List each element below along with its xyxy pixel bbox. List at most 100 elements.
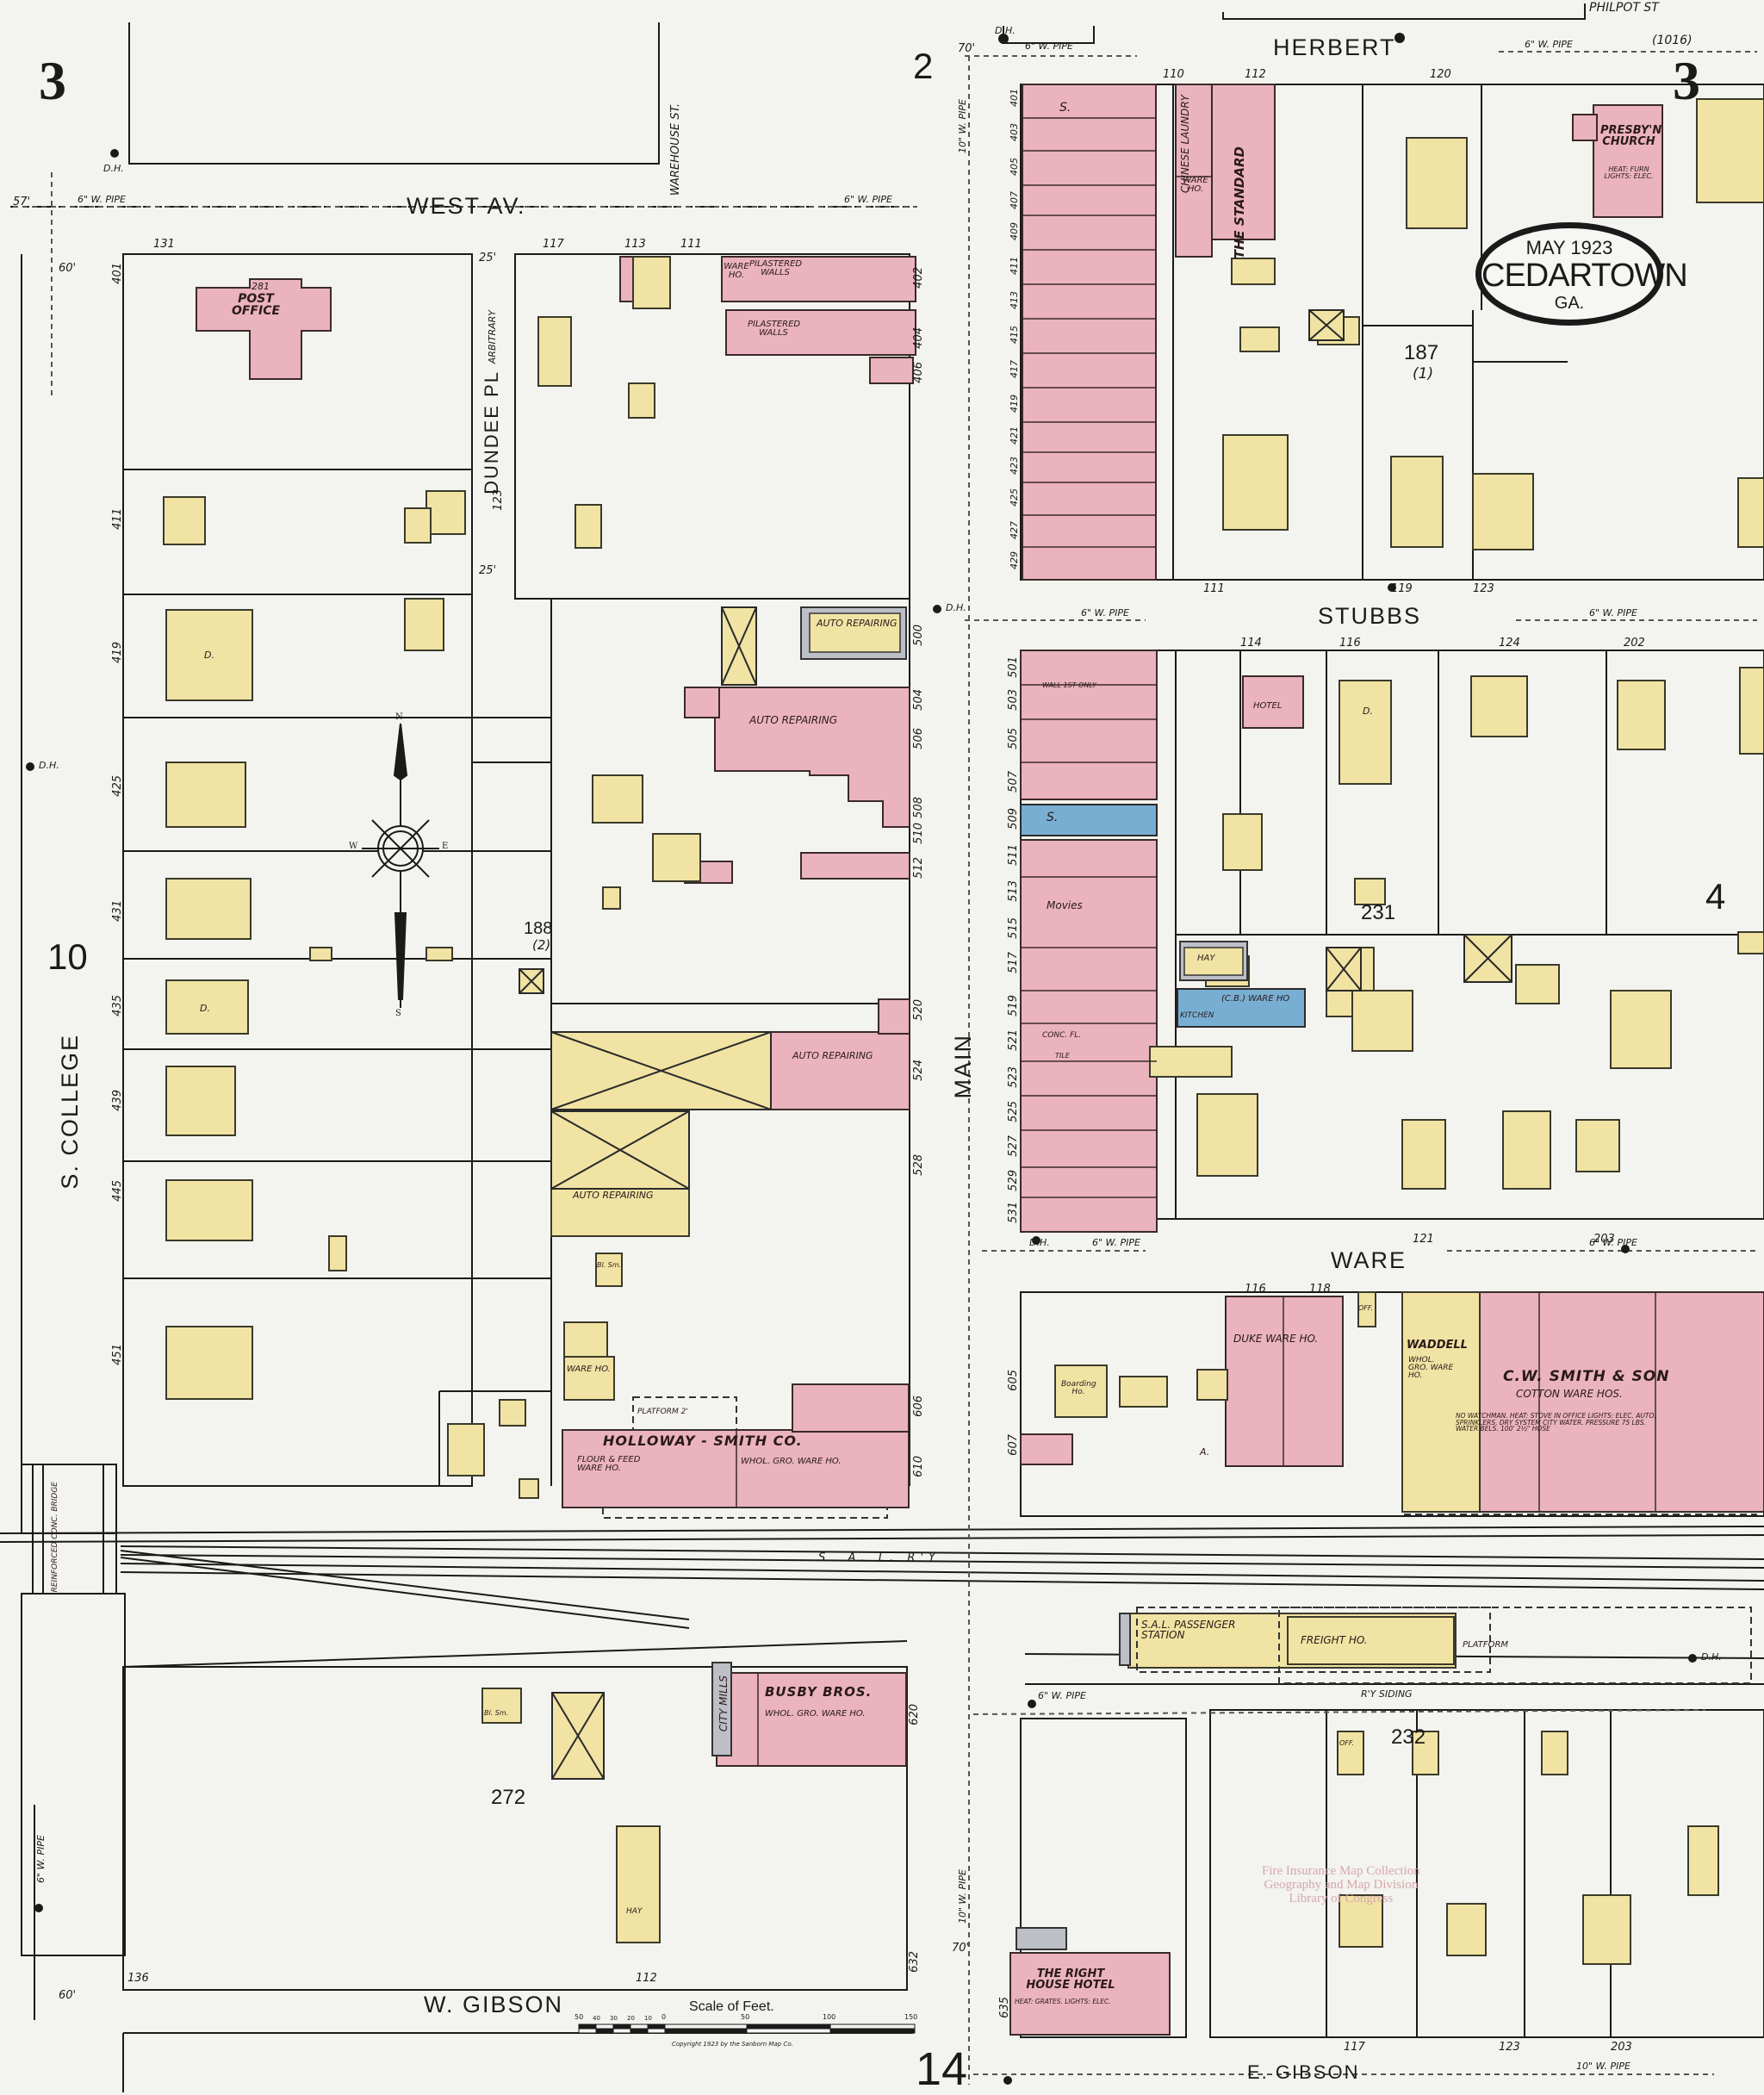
auto-repairing-label-3: AUTO REPAIRING	[792, 1050, 873, 1061]
address-517-main: 517	[1007, 952, 1020, 973]
address-524: 524	[912, 1060, 925, 1081]
scale-tick: 0	[662, 2013, 667, 2021]
city-name: CEDARTOWN	[1481, 258, 1688, 294]
address-515-main: 515	[1007, 917, 1020, 939]
address-ware-203: 203	[1593, 1233, 1615, 1246]
address-ware-118: 118	[1309, 1283, 1331, 1296]
adjacent-sheet-left[interactable]: 10	[47, 936, 88, 977]
address-445: 445	[111, 1180, 124, 1202]
street-philpot: PHILPOT ST	[1589, 1, 1659, 15]
address-528: 528	[912, 1154, 925, 1176]
block-272: 272	[491, 1786, 526, 1809]
street-e-gibson: E. GIBSON	[1247, 2061, 1360, 2083]
dimension-label: 60'	[59, 262, 77, 275]
scale-tick: 50	[575, 2013, 584, 2021]
adjacent-sheet-top[interactable]: 2	[913, 46, 934, 86]
address-523-main: 523	[1007, 1066, 1020, 1088]
street-main: MAIN	[950, 1034, 976, 1099]
address-ware-121: 121	[1413, 1233, 1434, 1246]
street-ware: WARE	[1331, 1247, 1407, 1273]
address-531-main: 531	[1007, 1202, 1020, 1223]
adjacent-sheet-bottom[interactable]: 14	[916, 2043, 968, 2095]
address-519-main: 519	[1007, 995, 1020, 1016]
pipe-label-herbert-east: 6" W. PIPE	[1525, 39, 1573, 50]
hydrant-label: D.H.	[995, 25, 1016, 36]
dimension-label: 70'	[958, 42, 976, 55]
street-dundee-pl: DUNDEE PL	[481, 370, 502, 494]
address-405-main: 405	[1009, 158, 1020, 176]
hotel-note: HEAT: GRATES. LIGHTS: ELEC.	[1015, 1998, 1111, 2005]
address-451: 451	[111, 1344, 124, 1365]
address-111: 111	[680, 238, 702, 251]
auto-repairing-label-4: AUTO REPAIRING	[573, 1190, 654, 1201]
store-label: S.	[1059, 101, 1071, 115]
scale-tick: 50	[741, 2013, 750, 2021]
address-stubbs-114: 114	[1240, 637, 1262, 650]
address-425: 425	[111, 775, 124, 797]
auto-garage-label: A.	[1200, 1446, 1210, 1458]
address-413-main: 413	[1009, 291, 1020, 309]
philpot-number: (1016)	[1652, 34, 1693, 47]
block-232: 232	[1391, 1725, 1426, 1749]
address-504: 504	[912, 689, 925, 711]
library-stamp: Fire Insurance Map Collection Geography …	[1262, 1864, 1420, 1905]
flour-feed-label: FLOUR & FEED WARE HO.	[577, 1455, 641, 1473]
address-509-main: 509	[1007, 808, 1020, 830]
address-521-main: 521	[1007, 1029, 1020, 1051]
address-513-main: 513	[1007, 880, 1020, 902]
bl-sm-label: Bl. Sm.	[597, 1261, 622, 1269]
address-stubbs-202: 202	[1624, 637, 1645, 650]
address-411-main: 411	[1009, 257, 1020, 275]
dimension-label: 25'	[479, 252, 497, 264]
scale-tick: 40	[593, 2015, 600, 2022]
sal-station-label: S.A.L. PASSENGER STATION	[1141, 1619, 1236, 1641]
pipe-label-main-south: 10" W. PIPE	[957, 1869, 968, 1924]
pipe-label-main: 10" W. PIPE	[957, 99, 968, 153]
scale-tick: 10	[644, 2015, 652, 2022]
address-427-main: 427	[1009, 521, 1020, 539]
address-131: 131	[153, 238, 175, 251]
ware-ho-label-holloway: WARE HO.	[567, 1365, 611, 1374]
busby-sub-label: WHOL. GRO. WARE HO.	[765, 1709, 866, 1719]
platform-label: PLATFORM 2'	[637, 1408, 688, 1416]
block-231: 231	[1361, 901, 1396, 924]
street-herbert: HERBERT	[1273, 34, 1396, 60]
address-606: 606	[912, 1396, 925, 1417]
street-w-gibson: W. GIBSON	[424, 1992, 564, 2017]
hydrant-label: D.H.	[1029, 1237, 1050, 1248]
address-635-main: 635	[998, 1997, 1011, 2018]
ware-ho-label-herbert: WARE HO.	[1183, 176, 1208, 194]
stamp-line-1: Fire Insurance Map Collection	[1262, 1864, 1420, 1878]
dwelling-label: D.	[204, 650, 214, 661]
address-500: 500	[912, 625, 925, 646]
pipe-label-ware-east: 6" W. PIPE	[1589, 1237, 1637, 1248]
street-stubbs: STUBBS	[1318, 603, 1422, 629]
state-name: GA.	[1554, 293, 1585, 313]
pipe-label-west-av-2: 6" W. PIPE	[844, 194, 892, 205]
address-stubbs-116: 116	[1339, 637, 1361, 650]
address-511-main: 511	[1007, 844, 1020, 866]
address-512: 512	[912, 857, 925, 879]
address-417-main: 417	[1009, 360, 1020, 378]
address-415-main: 415	[1009, 326, 1020, 344]
hydrant-label: D.H.	[946, 602, 966, 613]
siding-label: R'Y SIDING	[1361, 1688, 1413, 1700]
presbyterian-church-label: PRESBY'N CHURCH	[1600, 124, 1662, 148]
waddell-sub-label: WHOL. GRO. WARE HO.	[1408, 1356, 1454, 1380]
title-cartouche: MAY 1923 CEDARTOWN GA.	[1475, 222, 1688, 326]
auto-repairing-label-2: AUTO REPAIRING	[749, 714, 838, 726]
dwelling-label: D.	[1363, 706, 1373, 717]
movies-label: Movies	[1047, 899, 1083, 911]
waddell-label: WADDELL	[1407, 1339, 1468, 1352]
scale-tick: 100	[823, 2013, 836, 2021]
address-425-main: 425	[1009, 488, 1020, 507]
address-620: 620	[908, 1704, 921, 1725]
map-date: MAY 1923	[1525, 237, 1613, 258]
stamp-line-3: Library of Congress	[1289, 1891, 1394, 1905]
address-ware-116: 116	[1245, 1283, 1266, 1296]
adjacent-sheet-right[interactable]: 4	[1705, 876, 1726, 917]
address-510: 510	[912, 823, 925, 844]
freight-ho-label: FREIGHT HO.	[1301, 1634, 1368, 1646]
block-187-sub: (1)	[1413, 365, 1434, 382]
pipe-label-south: 6" W. PIPE	[1038, 1690, 1086, 1701]
